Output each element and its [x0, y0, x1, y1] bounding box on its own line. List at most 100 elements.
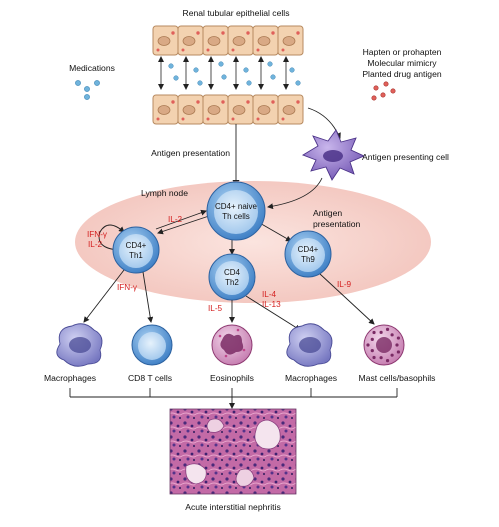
mast-cell-icon [363, 324, 405, 366]
medication-dots-icon [75, 80, 100, 100]
il4-label: IL-4 [262, 290, 277, 299]
epithelial-cell-top-5 [252, 25, 279, 56]
drug-dot-7 [243, 67, 249, 73]
th1-label-2: Th1 [129, 251, 143, 260]
epithelial-cell-top-3 [202, 25, 229, 56]
antigen-presentation-right-label-1: Antigen [313, 208, 342, 218]
ifn-gamma-below-label: IFN-γ [117, 283, 138, 292]
lymph-node-region [75, 181, 431, 303]
mast-granule [370, 337, 374, 341]
il5-label: IL-5 [208, 304, 223, 313]
apc-to-naive-arrow [267, 177, 323, 210]
th1-to-cd8-arrow [142, 271, 154, 323]
epithelial-exchange-arrows [158, 56, 289, 90]
epithelial-cell-bottom-1 [152, 94, 179, 125]
antigen-presentation-right-label-2: presentation [313, 219, 361, 229]
epithelial-cell-top-6 [277, 25, 304, 56]
cd4-th2-cell-icon [208, 253, 256, 301]
mast-basophils-label: Mast cells/basophils [359, 373, 436, 383]
epithelial-cell-top-4 [227, 25, 254, 56]
th1-autocrine-loop-arrow [98, 224, 125, 251]
drug-dot-6 [221, 74, 227, 80]
cd4-naive-th-cell-icon [206, 181, 266, 241]
epithelial-cell-bottom-3 [202, 94, 229, 125]
medications-label: Medications [69, 63, 115, 73]
mast-granule [396, 336, 401, 340]
mast-granule [390, 333, 394, 337]
epithelial-cell-top-2 [177, 25, 204, 56]
th2-label-1: CD4 [224, 268, 241, 277]
epithelial-cell-top-1 [152, 25, 179, 56]
il2-left-label: IL-2 [88, 240, 103, 249]
th1-to-macrophage-arrow [83, 269, 125, 323]
th9-label-1: CD4+ [298, 245, 319, 254]
mast-granule [390, 353, 394, 357]
histology-image [169, 408, 297, 495]
th2-label-2: Th2 [225, 278, 239, 287]
macrophage-icon-1 [56, 323, 103, 367]
epithelial-cell-bottom-6 [277, 94, 304, 125]
ifn-gamma-left-label: IFN-γ [87, 230, 108, 239]
epithelial-row-bottom [152, 94, 304, 125]
drug-dot-8 [246, 80, 252, 86]
macrophages-label-1: Macrophages [44, 373, 96, 383]
planted-drug-antigen-label: Planted drug antigen [362, 69, 442, 79]
cd8-t-cell-icon [131, 324, 173, 366]
effector-bracket [69, 388, 398, 398]
mast-granule [372, 330, 376, 335]
mast-granule [379, 330, 383, 334]
epithelial-cell-bottom-2 [177, 94, 204, 125]
drug-dot-1 [168, 63, 174, 69]
cd4-th9-cell-icon [284, 230, 332, 278]
drug-dot-12 [295, 80, 301, 86]
eosinophil-icon [211, 324, 253, 366]
lymph-node-label: Lymph node [141, 188, 188, 198]
drug-dot-11 [289, 67, 295, 73]
drug-dot-10 [270, 74, 276, 80]
antigen-presentation-left-label: Antigen presentation [151, 148, 230, 158]
hapten-dots-icon [371, 81, 396, 101]
mast-granule [370, 349, 374, 353]
th9-label-2: Th9 [301, 255, 315, 264]
il9-label: IL-9 [337, 280, 352, 289]
drug-dot-9 [267, 61, 273, 67]
naive-label-1: CD4+ naive [215, 202, 258, 211]
mast-granule [395, 343, 399, 347]
mast-granule [366, 343, 370, 347]
mast-granule [385, 358, 390, 363]
naive-label-2: Th cells [222, 212, 250, 221]
th9-to-mast-arrow [319, 273, 375, 325]
epithelial-cell-bottom-5 [252, 94, 279, 125]
il13-label: IL-13 [262, 300, 281, 309]
molecular-mimicry-label: Molecular mimicry [367, 58, 437, 68]
eosinophils-label: Eosinophils [210, 373, 254, 383]
th1-label-1: CD4+ [126, 241, 147, 250]
renal-tubular-label: Renal tubular epithelial cells [182, 8, 289, 18]
epithelial-cell-bottom-4 [227, 94, 254, 125]
drug-dot-5 [218, 61, 224, 67]
mast-granule [385, 327, 390, 332]
hapten-label: Hapten or prohapten [363, 47, 442, 57]
apc-label: Antigen presenting cell [362, 152, 449, 162]
mast-granule [379, 356, 383, 360]
drug-dot-4 [197, 80, 203, 86]
cd4-th1-cell-icon [112, 226, 160, 274]
acute-interstitial-nephritis-label: Acute interstitial nephritis [185, 502, 281, 512]
naive-to-th9-arrow [257, 221, 292, 242]
drug-dot-2 [173, 75, 179, 81]
il2-top-label: IL-2 [168, 215, 183, 224]
naive-to-th1-arrow [157, 215, 210, 235]
epithelial-row-top [152, 25, 304, 56]
cd8-label: CD8 T cells [128, 373, 172, 383]
th2-to-macrophage-arrow [245, 295, 301, 331]
drug-dot-3 [193, 67, 199, 73]
mast-granule [396, 350, 401, 354]
drug-molecules-between-rows [168, 61, 301, 86]
mast-granule [372, 355, 376, 360]
antigen-presenting-cell-icon [301, 129, 366, 181]
th1-to-naive-arrow [155, 209, 207, 230]
macrophages-label-2: Macrophages [285, 373, 337, 383]
macrophage-icon-2 [286, 323, 333, 367]
